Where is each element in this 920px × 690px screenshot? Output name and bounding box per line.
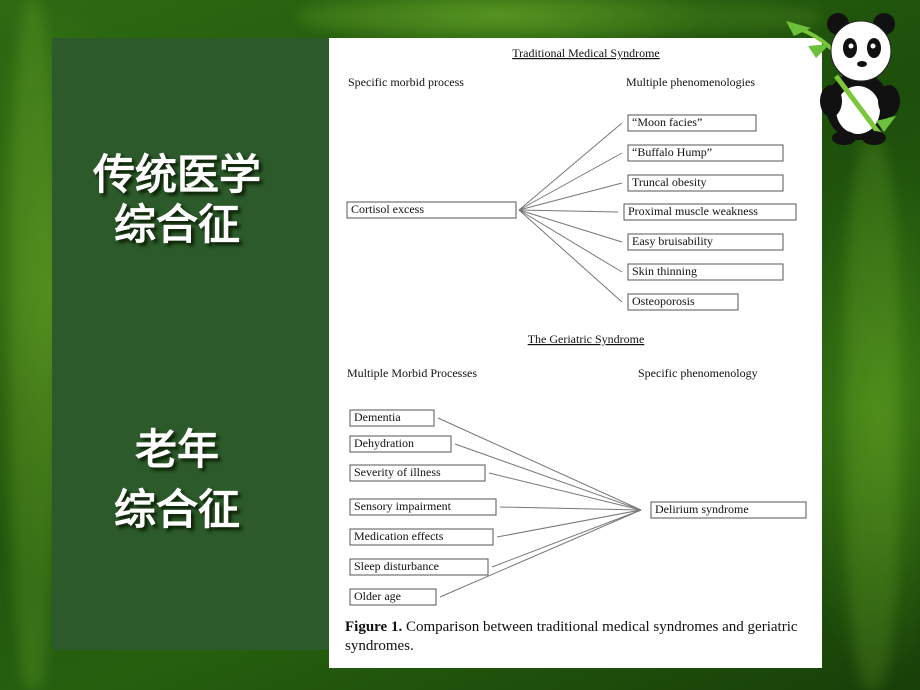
spacer: [52, 475, 302, 485]
slide-title-line-1: 传统医学: [92, 150, 261, 199]
traditional-target-label: Osteoporosis: [632, 294, 695, 308]
geriatric-source-label: Severity of illness: [354, 465, 441, 479]
geriatric-source: Sleep disturbance: [349, 558, 489, 576]
geriatric-connector: [454, 443, 642, 511]
geriatric-source-label: Medication effects: [354, 529, 444, 543]
geriatric-connector: [437, 417, 642, 511]
geriatric-source-box: [349, 409, 435, 427]
traditional-connector: [518, 209, 623, 243]
bg-stripe: [10, 0, 56, 690]
traditional-target: “Buffalo Hump”: [627, 144, 784, 162]
geriatric-target-box: [650, 501, 807, 519]
geriatric-source-box: [349, 588, 437, 606]
slide-subtitle-line-2: 综合征: [113, 485, 240, 534]
geriatric-source-box: [349, 464, 486, 482]
geriatric-source: Severity of illness: [349, 464, 486, 482]
geriatric-source-box: [349, 558, 489, 576]
bg-stripe: [300, 0, 820, 34]
traditional-target-box: [623, 203, 797, 221]
traditional-target: Truncal obesity: [627, 174, 784, 192]
traditional-target: “Moon facies”: [627, 114, 757, 132]
traditional-target-box: [627, 293, 739, 311]
geriatric-source-box: [349, 498, 497, 516]
bg-stripe: [845, 140, 900, 690]
geriatric-target-label: Delirium syndrome: [655, 502, 749, 516]
geriatric-source: Medication effects: [349, 528, 494, 546]
traditional-left-header: Specific morbid process: [348, 75, 464, 89]
traditional-target-label: Truncal obesity: [632, 175, 707, 189]
syndrome-diagram: Traditional Medical Syndrome Specific mo…: [346, 46, 807, 606]
traditional-source-box: [346, 201, 517, 219]
traditional-connector: [518, 182, 623, 211]
slide-title-line-2: 综合征: [113, 200, 240, 249]
traditional-target: Skin thinning: [627, 263, 784, 281]
geriatric-source: Dementia: [349, 409, 435, 427]
geriatric-source-label: Sensory impairment: [354, 499, 452, 513]
geriatric-title: The Geriatric Syndrome: [528, 332, 645, 346]
geriatric-connector: [488, 472, 642, 511]
traditional-target-label: Proximal muscle weakness: [628, 204, 758, 218]
traditional-target: Proximal muscle weakness: [623, 203, 797, 221]
geriatric-source: Older age: [349, 588, 437, 606]
traditional-right-header: Multiple phenomenologies: [626, 75, 755, 89]
figure-caption-label: Figure 1.: [345, 619, 403, 635]
geriatric-source-label: Dementia: [354, 410, 401, 424]
slide-subtitle: 老年 综合征: [52, 425, 302, 535]
traditional-connector: [518, 152, 623, 211]
panda-bamboo-icon: [786, 13, 900, 145]
slide-subtitle-line-1: 老年: [134, 425, 219, 474]
geriatric-source-box: [349, 435, 452, 453]
geriatric-left-header: Multiple Morbid Processes: [347, 366, 477, 380]
traditional-connector: [518, 209, 623, 273]
traditional-target: Osteoporosis: [627, 293, 739, 311]
traditional-target-box: [627, 233, 784, 251]
traditional-target: Easy bruisability: [627, 233, 784, 251]
traditional-target-box: [627, 174, 784, 192]
figure-caption: Figure 1. Comparison between traditional…: [345, 618, 815, 656]
geriatric-source-label: Sleep disturbance: [354, 559, 439, 573]
traditional-connector: [518, 209, 619, 213]
geriatric-source-box: [349, 528, 494, 546]
geriatric-connector: [439, 509, 642, 598]
traditional-target-box: [627, 114, 757, 132]
title-panel: [52, 38, 329, 650]
traditional-connector: [518, 122, 623, 211]
traditional-target-label: “Buffalo Hump”: [632, 145, 712, 159]
traditional-target-label: “Moon facies”: [632, 115, 702, 129]
geriatric-target: Delirium syndrome: [650, 501, 807, 519]
traditional-diagram: Cortisol excess “Moon facies” “Buffalo Hum…: [346, 114, 797, 311]
geriatric-connector: [499, 506, 642, 511]
traditional-title: Traditional Medical Syndrome: [512, 46, 660, 60]
traditional-target-box: [627, 144, 784, 162]
traditional-target-box: [627, 263, 784, 281]
geriatric-connector: [496, 509, 642, 538]
geriatric-source: Dehydration: [349, 435, 452, 453]
geriatric-connector: [491, 509, 642, 568]
geriatric-right-header: Specific phenomenology: [638, 366, 758, 380]
figure-panel: Traditional Medical Syndrome Specific mo…: [329, 38, 822, 668]
slide-title: 传统医学 综合征: [52, 150, 302, 250]
geriatric-source: Sensory impairment: [349, 498, 497, 516]
geriatric-source-label: Dehydration: [354, 436, 414, 450]
traditional-target-label: Skin thinning: [632, 264, 697, 278]
traditional-source: Cortisol excess: [346, 201, 517, 219]
geriatric-source-label: Older age: [354, 589, 401, 603]
traditional-target-label: Easy bruisability: [632, 234, 713, 248]
traditional-source-label: Cortisol excess: [351, 202, 424, 216]
traditional-connector: [518, 209, 623, 303]
figure-caption-text: Comparison between traditional medical s…: [345, 619, 798, 654]
